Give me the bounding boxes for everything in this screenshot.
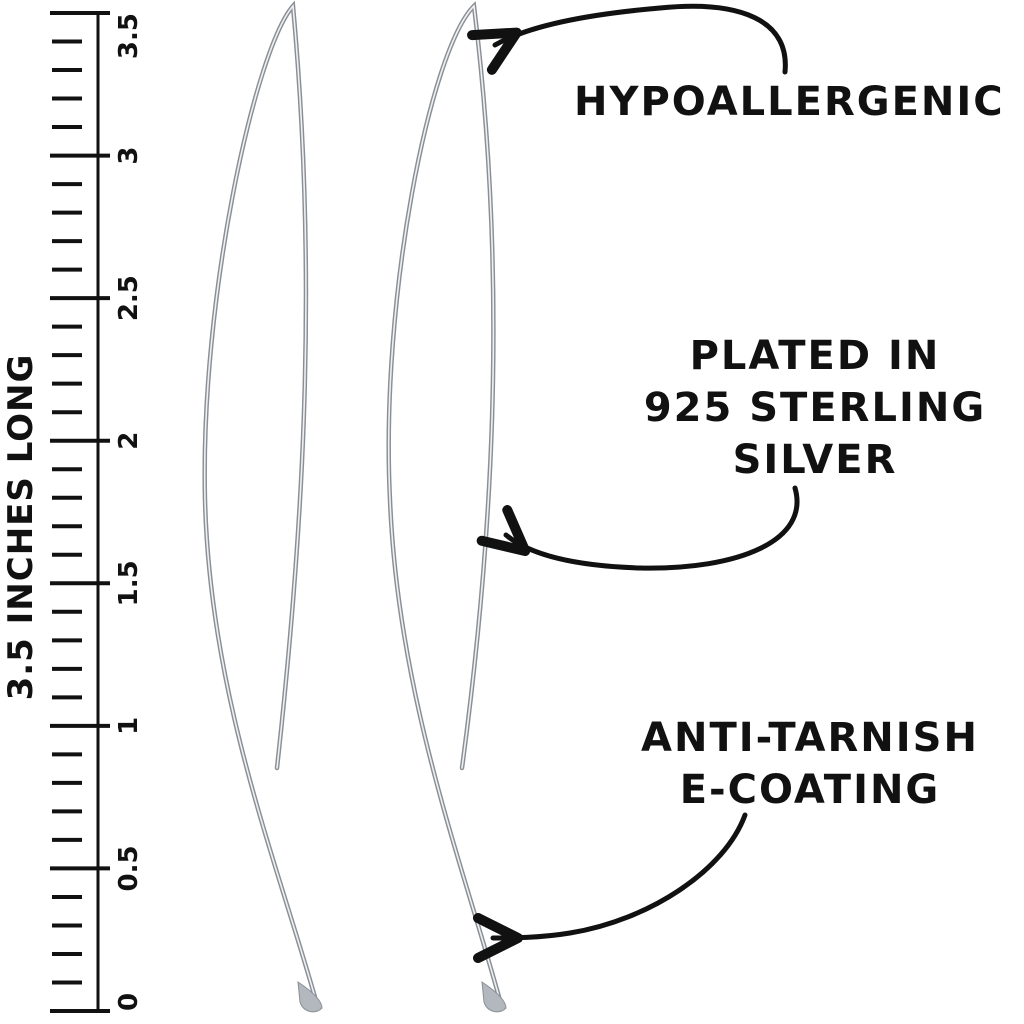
ruler-label: 1.5	[114, 560, 144, 606]
ruler-label: 0	[114, 993, 144, 1011]
callout-line: E-COATING	[679, 767, 941, 813]
ruler-label: 2	[114, 432, 144, 450]
callout-line: SILVER	[732, 437, 898, 483]
callout-line: ANTI-TARNISH	[641, 715, 979, 761]
ruler-label: 2.5	[114, 275, 144, 321]
ruler-label: 0.5	[114, 845, 144, 891]
callout-line: PLATED IN	[689, 333, 941, 379]
ruler-label: 3	[114, 147, 144, 165]
callout-line: 925 STERLING	[643, 385, 987, 431]
arrow-hypoallergenic	[467, 3, 788, 75]
ruler-label: 1	[114, 717, 144, 735]
callout-plated: PLATED IN 925 STERLING SILVER	[630, 330, 1000, 486]
arrow-plated	[476, 485, 800, 571]
callout-line: HYPOALLERGENIC	[574, 79, 1005, 125]
ruler-label: 3.5	[114, 13, 144, 59]
earring-right	[386, 1, 507, 1013]
callout-hypoallergenic: HYPOALLERGENIC	[574, 76, 1024, 128]
arrow-anti-tarnish	[472, 812, 748, 964]
earring-left	[202, 0, 323, 1013]
callout-anti-tarnish: ANTI-TARNISH E-COATING	[615, 712, 1005, 816]
ruler: 0 0.5 1 1.5 2 2.5 3 3.5	[50, 11, 144, 1013]
